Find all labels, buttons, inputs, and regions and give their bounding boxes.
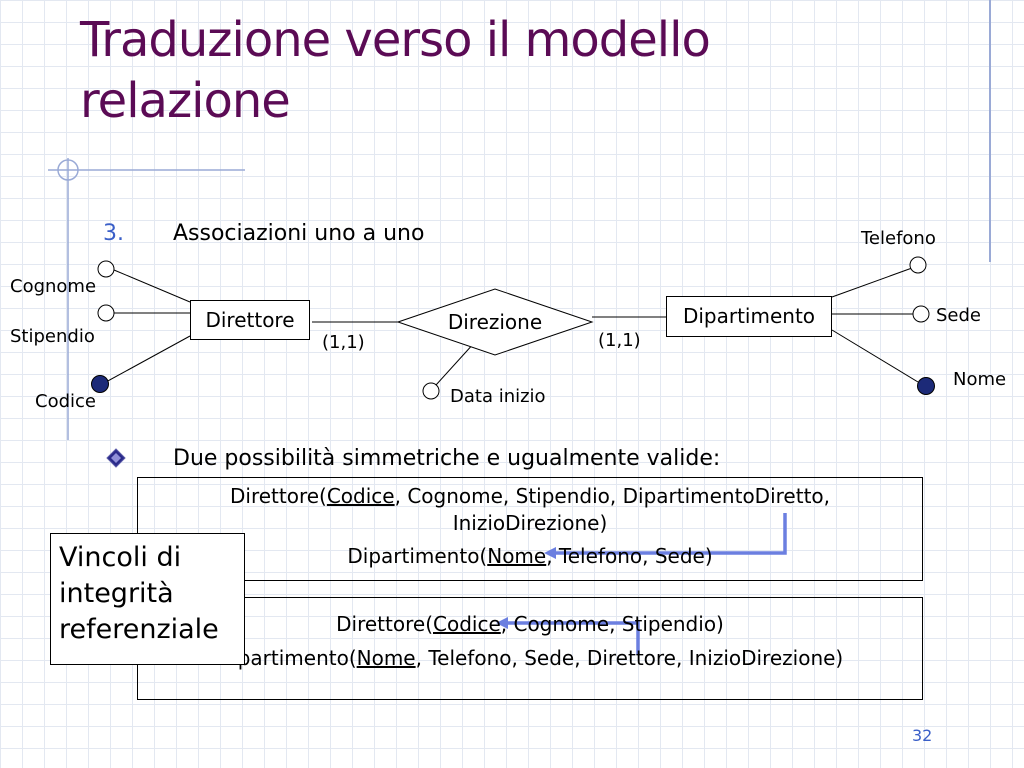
attr-stipendio-label: Stipendio (10, 326, 95, 347)
referential-integrity-callout: Vincoli di integrità referenziale (50, 533, 245, 665)
option2-relation2: Dipartimento(Nome, Telefono, Sede, Diret… (138, 646, 922, 670)
attr-sede-label: Sede (936, 305, 981, 326)
cardinality-left: (1,1) (322, 332, 365, 353)
slide-title-line2: relazione (80, 73, 291, 129)
slide-title-line1: Traduzione verso il modello (80, 12, 711, 68)
frame-crosshair-circle (57, 159, 79, 181)
option1-r1-suffix: , Cognome, Stipendio, DipartimentoDirett… (394, 484, 830, 508)
option1-r2-key: Nome (487, 544, 547, 568)
option1-relation1-cont: InizioDirezione) (452, 511, 608, 535)
line-nome (831, 329, 919, 383)
line-codice (105, 335, 191, 383)
option2-r1-key: Codice (433, 612, 501, 636)
cardinality-right: (1,1) (598, 330, 641, 351)
option2-relation1: Direttore(Codice, Cognome, Stipendio) (138, 612, 922, 636)
bullet-text: Due possibilità simmetriche e ugualmente… (173, 446, 721, 471)
option2-r2-key: Nome (356, 646, 416, 670)
section-number: 3. (103, 221, 124, 246)
attr-telefono-circle (909, 256, 927, 274)
attr-telefono-label: Telefono (861, 228, 936, 249)
attr-data-inizio-circle (422, 382, 440, 400)
attr-cognome-label: Cognome (10, 276, 97, 297)
relationship-diamond (396, 288, 594, 356)
bullet-diamond-icon (106, 448, 126, 468)
slide-title: Traduzione verso il modello relazione (80, 10, 980, 132)
option2-r1-suffix: , Cognome, Stipendio) (500, 612, 724, 636)
attr-nome-label: Nome (953, 369, 1007, 390)
attr-cognome-circle (97, 260, 115, 278)
entity-direttore: Direttore (190, 300, 310, 340)
line-cognome (113, 269, 191, 303)
option2-r2-suffix: , Telefono, Sede, Direttore, InizioDirez… (415, 646, 844, 670)
line-data-inizio (435, 341, 476, 386)
option1-box: Direttore(Codice, Cognome, Stipendio, Di… (137, 477, 923, 581)
section-heading: Associazioni uno a uno (173, 221, 425, 246)
attr-codice-key-circle (91, 375, 109, 393)
attr-sede-circle (912, 305, 930, 323)
option2-box: Direttore(Codice, Cognome, Stipendio) Di… (137, 597, 923, 700)
option1-relation1: Direttore(Codice, Cognome, Stipendio, Di… (138, 484, 922, 508)
fk-arrow-option2 (502, 621, 640, 655)
option1-relation2: Dipartimento(Nome, Telefono, Sede) (138, 544, 922, 568)
relationship-label: Direzione (447, 310, 543, 334)
attr-stipendio-circle (97, 304, 115, 322)
attr-data-inizio-label: Data inizio (450, 386, 546, 407)
option1-r1-prefix: Direttore( (229, 484, 327, 508)
option1-r2-suffix: , Telefono, Sede) (546, 544, 713, 568)
fk-arrow-option2-head (496, 617, 508, 629)
fk-arrow-option1-head (544, 547, 556, 559)
option2-r1-prefix: Direttore( (336, 612, 433, 636)
callout-line2: integrità (59, 578, 174, 609)
fk-arrow-option1 (550, 513, 787, 555)
entity-dipartimento: Dipartimento (666, 296, 832, 337)
callout-line3: referenziale (59, 614, 219, 645)
attr-codice-label: Codice (35, 391, 96, 412)
page-number: 32 (912, 726, 933, 745)
option1-r2-prefix: Dipartimento( (347, 544, 488, 568)
attr-nome-key-circle (917, 377, 935, 395)
option1-r1-key: Codice (326, 484, 395, 508)
callout-line1: Vincoli di (59, 542, 182, 573)
line-telefono (831, 267, 913, 298)
